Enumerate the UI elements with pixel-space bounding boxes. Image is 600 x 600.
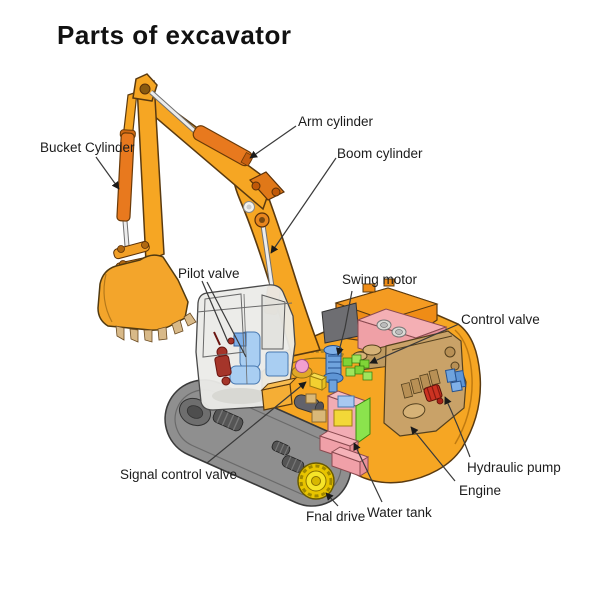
pilot-valve-unit [233, 332, 247, 347]
pilot-valve-controls [213, 331, 235, 386]
track-roller [281, 455, 305, 473]
track-roller [212, 408, 244, 432]
leader-swing-motor [335, 290, 353, 356]
valve-bank-green [342, 354, 373, 381]
final-drive-sprocket [297, 462, 335, 500]
deck-toolbox [260, 377, 298, 411]
label-bucket-cylinder: Bucket Cylinder [40, 140, 135, 155]
arm [122, 73, 273, 264]
signal-control-valve-box [308, 372, 328, 391]
leader-arm-cylinder [249, 125, 297, 159]
label-hydraulic-pump: Hydraulic pump [467, 460, 561, 475]
label-engine: Engine [459, 483, 502, 498]
water-tank-boxes [318, 430, 370, 477]
cab-side-window [261, 294, 286, 350]
label-water-tank: Water tank [367, 505, 432, 520]
arm-cylinder-part [149, 90, 254, 167]
label-boom-cylinder: Boom cylinder [337, 146, 423, 161]
leader-boom-cylinder [270, 157, 337, 254]
tank-block [321, 302, 360, 344]
leader-bucket-cylinder [95, 156, 120, 190]
bucket-teeth [115, 312, 197, 343]
leader-control-valve [369, 323, 460, 364]
page-title: Parts of excavator [57, 20, 292, 50]
label-swing-motor: Swing motor [342, 272, 418, 287]
boom-arm-joint [243, 171, 285, 228]
leader-hydraulic-pump [444, 396, 471, 458]
pink-knob [291, 359, 313, 379]
track-roller [271, 440, 291, 456]
bucket [97, 254, 197, 343]
leader-signal-control-valve [206, 381, 307, 464]
swing-motor-assembly [322, 345, 344, 393]
deck-accessories [291, 359, 371, 477]
label-arm-cylinder: Arm cylinder [298, 114, 374, 129]
label-control-valve: Control valve [461, 312, 540, 327]
cab-floor [212, 388, 268, 404]
label-signal-control-valve: Signal control valve [120, 467, 238, 482]
leader-engine [410, 426, 456, 482]
hydraulic-pump-parts [423, 368, 467, 405]
label-fnal-drive: Fnal drive [306, 509, 366, 524]
leader-pilot-valve-1 [201, 280, 229, 343]
cab [195, 284, 296, 411]
track [164, 379, 352, 507]
side-console [265, 351, 289, 377]
leader-pilot-valve-2 [206, 281, 247, 358]
label-pilot-valve: Pilot valve [178, 266, 240, 281]
leader-lines [95, 125, 471, 507]
leader-water-tank [353, 442, 383, 503]
leader-fnal-drive [325, 492, 339, 507]
